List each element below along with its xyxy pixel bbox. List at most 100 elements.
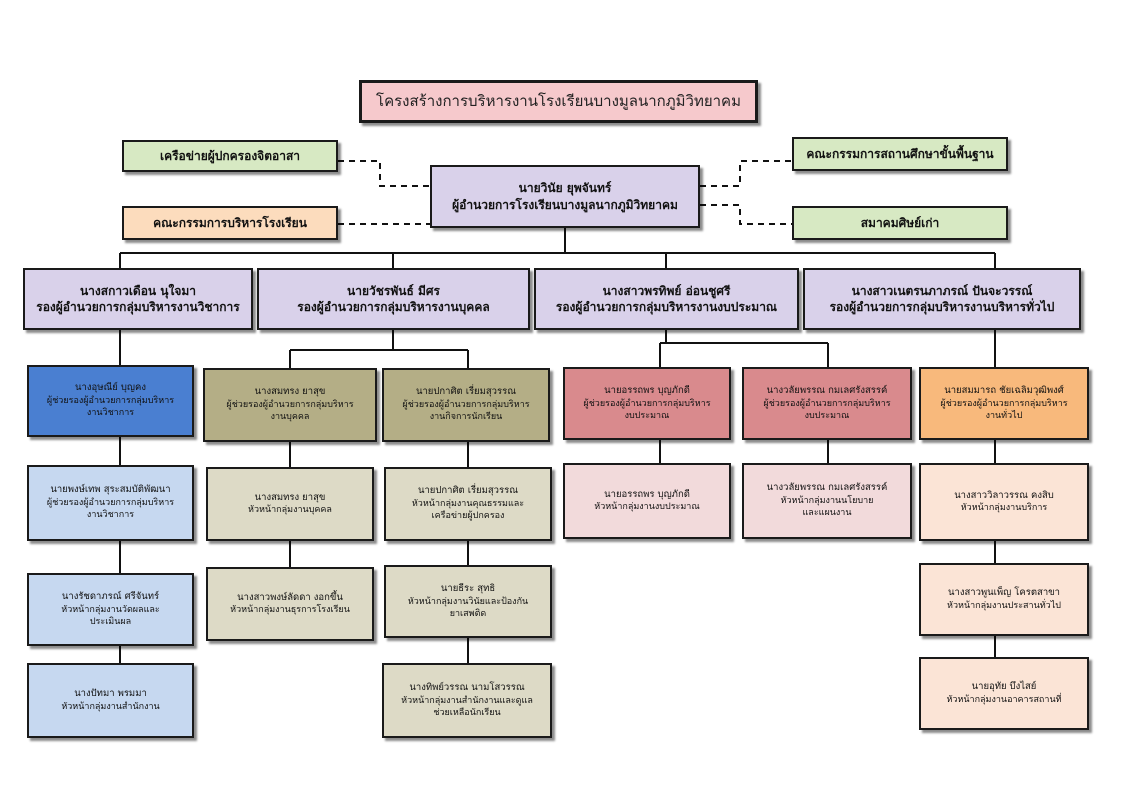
school-admin-committee-box: คณะกรรมการบริหารโรงเรียน bbox=[122, 206, 338, 240]
deputies-drop-lines bbox=[119, 253, 996, 268]
academic-head-box: นางปัทมา พรมมา หัวหน้ากลุ่มงานสำนักงาน bbox=[27, 663, 194, 738]
deputy-position: รองผู้อำนวยการกลุ่มบริหารงานวิชาการ bbox=[36, 300, 240, 314]
person-role-cont: ยาเสพติด bbox=[449, 608, 487, 619]
budget-head-box: นางวลัยพรรณ กมเลศรังสรรค์ หัวหน้ากลุ่มงา… bbox=[742, 463, 912, 539]
person-name: นางสาวพูนเพ็ญ โครตสาขา bbox=[947, 587, 1060, 599]
personnel-head-box: นางสาวพงษ์ลัดดา งอกขึ้น หัวหน้ากลุ่มงานธ… bbox=[206, 567, 374, 641]
person-name: นายอุทัย บึงไสย์ bbox=[971, 681, 1037, 693]
person-role-cont: ประเมินผล bbox=[89, 616, 132, 627]
student-affairs-head-box: นางทิพย์วรรณ นามโสวรรณ หัวหน้ากลุ่มงานสำ… bbox=[382, 663, 552, 738]
general-head-box: นายอุทัย บึงไสย์ หัวหน้ากลุ่มงานอาคารสถา… bbox=[919, 657, 1089, 730]
deputy-name: นายวัชรพันธ์ มีศร bbox=[347, 283, 440, 298]
person-role: หัวหน้ากลุ่มงานประสานทั่วไป bbox=[947, 600, 1061, 611]
person-role-cont: ช่วยเหลือนักเรียน bbox=[433, 707, 501, 718]
person-name: นายพงษ์เทพ สุระสมบัติพัฒนา bbox=[50, 484, 171, 496]
person-role: หัวหน้ากลุ่มงานวินัยและป้องกัน bbox=[407, 596, 529, 607]
person-role: ผู้ช่วยรองผู้อำนวยการกลุ่มบริหาร bbox=[763, 398, 891, 409]
director-name: นายวินัย ยุพจันทร์ bbox=[518, 181, 612, 196]
dashed-connector-parent-network bbox=[338, 160, 430, 187]
academic-head-box: นายพงษ์เทพ สุระสมบัติพัฒนา ผู้ช่วยรองผู้… bbox=[27, 465, 194, 541]
deputy-budget-box: นางสาวพรทิพย์ อ่อนชูศรี รองผู้อำนวยการกล… bbox=[534, 268, 799, 330]
person-name: นายอรรถพร บุญภักดี bbox=[604, 488, 690, 500]
director-box: นายวินัย ยุพจันทร์ ผู้อำนวยการโรงเรียนบา… bbox=[430, 165, 700, 228]
director-position: ผู้อำนวยการโรงเรียนบางมูลนากภูมิวิทยาคม bbox=[452, 197, 678, 212]
person-role: ผู้ช่วยรองผู้อำนวยการกลุ่มบริหาร bbox=[46, 498, 175, 509]
person-name: นายปกาศิต เรี่ยมสุวรรณ bbox=[417, 485, 519, 497]
person-role-cont: และแผนงาน bbox=[802, 508, 852, 519]
chart-title-text: โครงสร้างการบริหารงานโรงเรียนบางมูลนากภู… bbox=[376, 92, 741, 111]
person-name: นายอรรถพร บุญภักดี bbox=[604, 384, 690, 396]
personnel-assistant-box: นางสมทรง ยาสุข ผู้ช่วยรองผู้อำนวยการกลุ่… bbox=[203, 368, 377, 442]
parent-network-box: เครือข่ายผู้ปกครองจิตอาสา bbox=[122, 140, 338, 172]
budget-assistant-box: นายอรรถพร บุญภักดี ผู้ช่วยรองผู้อำนวยการ… bbox=[563, 367, 731, 440]
person-role-cont: งบประมาณ bbox=[624, 410, 670, 421]
person-name: นางวลัยพรรณ กมเลศรังสรรค์ bbox=[766, 384, 888, 396]
person-name: นางสมทรง ยาสุข bbox=[254, 491, 326, 503]
personnel-head-box: นางสมทรง ยาสุข หัวหน้ากลุ่มงานบุคคล bbox=[206, 467, 374, 541]
person-name: นางสมทรง ยาสุข bbox=[254, 386, 326, 398]
deputy-name: นางสกาวเดือน นุใจมา bbox=[79, 283, 197, 298]
deputy-general-box: นางสาวเนตรนภาภรณ์ ปันจะวรรณ์ รองผู้อำนวย… bbox=[803, 268, 1081, 330]
general-head-box: นางสาวพูนเพ็ญ โครตสาขา หัวหน้ากลุ่มงานปร… bbox=[919, 563, 1089, 636]
academic-assistant-box: นางอุษณีย์ บุญคง ผู้ช่วยรองผู้อำนวยการกล… bbox=[27, 365, 194, 437]
school-admin-committee-label: คณะกรรมการบริหารโรงเรียน bbox=[153, 215, 307, 230]
person-name: นางวลัยพรรณ กมเลศรังสรรค์ bbox=[766, 482, 888, 494]
person-role-cont: งานทั่วไป bbox=[985, 410, 1023, 421]
person-name: นางรัชดาภรณ์ ศรีจันทร์ bbox=[61, 590, 160, 602]
basic-education-committee-box: คณะกรรมการสถานศึกษาขั้นพื้นฐาน bbox=[792, 137, 1008, 171]
person-name: นางปัทมา พรมมา bbox=[74, 688, 147, 700]
dashed-connector-alumni bbox=[700, 204, 792, 225]
parent-network-label: เครือข่ายผู้ปกครองจิตอาสา bbox=[159, 148, 301, 163]
academic-head-box: นางรัชดาภรณ์ ศรีจันทร์ หัวหน้ากลุ่มงานวั… bbox=[27, 573, 194, 646]
budget-branch-lines bbox=[659, 330, 829, 367]
budget-head-box: นายอรรถพร บุญภักดี หัวหน้ากลุ่มงานงบประม… bbox=[563, 463, 731, 539]
student-affairs-assistant-box: นายปกาศิต เรี่ยมสุวรรณ ผู้ช่วยรองผู้อำนว… bbox=[382, 368, 550, 442]
person-role: หัวหน้ากลุ่มงานธุรการโรงเรียน bbox=[230, 605, 350, 616]
student-affairs-head-box: นายธีระ สุทธิ หัวหน้ากลุ่มงานวินัยและป้อ… bbox=[384, 565, 552, 638]
person-role: ผู้ช่วยรองผู้อำนวยการกลุ่มบริหาร bbox=[402, 400, 530, 411]
person-name: นายธีระ สุทธิ bbox=[440, 582, 496, 594]
person-role: หัวหน้ากลุ่มงานคุณธรรมและ bbox=[411, 499, 525, 510]
budget-assistant-box: นางวลัยพรรณ กมเลศรังสรรค์ ผู้ช่วยรองผู้อ… bbox=[742, 367, 912, 440]
deputy-position: รองผู้อำนวยการกลุ่มบริหารงานบุคคล bbox=[297, 300, 490, 314]
general-head-box: นางสาววิลาวรรณ คงสิบ หัวหน้ากลุ่มงานบริก… bbox=[919, 463, 1089, 541]
person-role-cont: งานกิจการนักเรียน bbox=[429, 412, 503, 423]
person-name: นางทิพย์วรรณ นามโสวรรณ bbox=[409, 681, 525, 693]
person-role: ผู้ช่วยรองผู้อำนวยการกลุ่มบริหาร bbox=[226, 400, 354, 411]
person-role: ผู้ช่วยรองผู้อำนวยการกลุ่มบริหาร bbox=[940, 398, 1068, 409]
deputy-position: รองผู้อำนวยการกลุ่มบริหารงานงบประมาณ bbox=[555, 300, 778, 314]
person-role: หัวหน้ากลุ่มงานสำนักงาน bbox=[61, 701, 160, 712]
basic-education-committee-label: คณะกรรมการสถานศึกษาขั้นพื้นฐาน bbox=[806, 146, 994, 161]
person-role-cont: งานวิชาการ bbox=[86, 408, 135, 419]
person-role-cont: งานบุคคล bbox=[270, 412, 310, 423]
person-role-cont: งบประมาณ bbox=[804, 410, 850, 421]
person-name: นางอุษณีย์ บุญคง bbox=[75, 382, 146, 394]
alumni-association-label: สมาคมศิษย์เก่า bbox=[860, 215, 940, 230]
person-role: ผู้ช่วยรองผู้อำนวยการกลุ่มบริหาร bbox=[583, 398, 711, 409]
person-role: หัวหน้ากลุ่มงานบริการ bbox=[960, 503, 1048, 514]
budget-drop-lines bbox=[659, 440, 829, 463]
person-role: หัวหน้ากลุ่มงานบุคคล bbox=[248, 505, 332, 516]
person-role: หัวหน้ากลุ่มงานสำนักงานและดูแล bbox=[401, 695, 533, 706]
deputy-academic-box: นางสกาวเดือน นุใจมา รองผู้อำนวยการกลุ่มบ… bbox=[23, 268, 253, 330]
person-role-cont: งานวิชาการ bbox=[86, 510, 135, 521]
person-name: นางสาววิลาวรรณ คงสิบ bbox=[954, 489, 1054, 501]
person-name: นายปกาศิต เรี่ยมสุวรรณ bbox=[415, 386, 517, 398]
chart-title: โครงสร้างการบริหารงานโรงเรียนบางมูลนากภู… bbox=[359, 80, 758, 123]
personnel-branch-lines bbox=[289, 330, 469, 368]
deputy-name: นางสาวเนตรนภาภรณ์ ปันจะวรรณ์ bbox=[851, 283, 1033, 298]
student-affairs-head-box: นายปกาศิต เรี่ยมสุวรรณ หัวหน้ากลุ่มงานคุ… bbox=[384, 467, 552, 541]
general-assistant-box: นายสมมารถ ชัยเฉลิมวุฒิพงศ์ ผู้ช่วยรองผู้… bbox=[919, 367, 1089, 440]
person-role: หัวหน้ากลุ่มงานอาคารสถานที่ bbox=[946, 694, 1062, 705]
deputy-personnel-box: นายวัชรพันธ์ มีศร รองผู้อำนวยการกลุ่มบริ… bbox=[257, 268, 530, 330]
dashed-connector-basic-committee bbox=[700, 160, 792, 187]
deputy-position: รองผู้อำนวยการกลุ่มบริหารงานบริหารทั่วไป bbox=[829, 300, 1055, 314]
alumni-association-box: สมาคมศิษย์เก่า bbox=[792, 206, 1008, 240]
person-name: นางสาวพงษ์ลัดดา งอกขึ้น bbox=[237, 591, 343, 603]
person-name: นายสมมารถ ชัยเฉลิมวุฒิพงศ์ bbox=[944, 384, 1064, 396]
person-role: ผู้ช่วยรองผู้อำนวยการกลุ่มบริหาร bbox=[46, 396, 175, 407]
deputy-name: นางสาวพรทิพย์ อ่อนชูศรี bbox=[602, 283, 731, 298]
person-role-cont: เครือข่ายผู้ปกครอง bbox=[431, 511, 505, 522]
person-role: หัวหน้ากลุ่มงานงบประมาณ bbox=[594, 502, 700, 513]
